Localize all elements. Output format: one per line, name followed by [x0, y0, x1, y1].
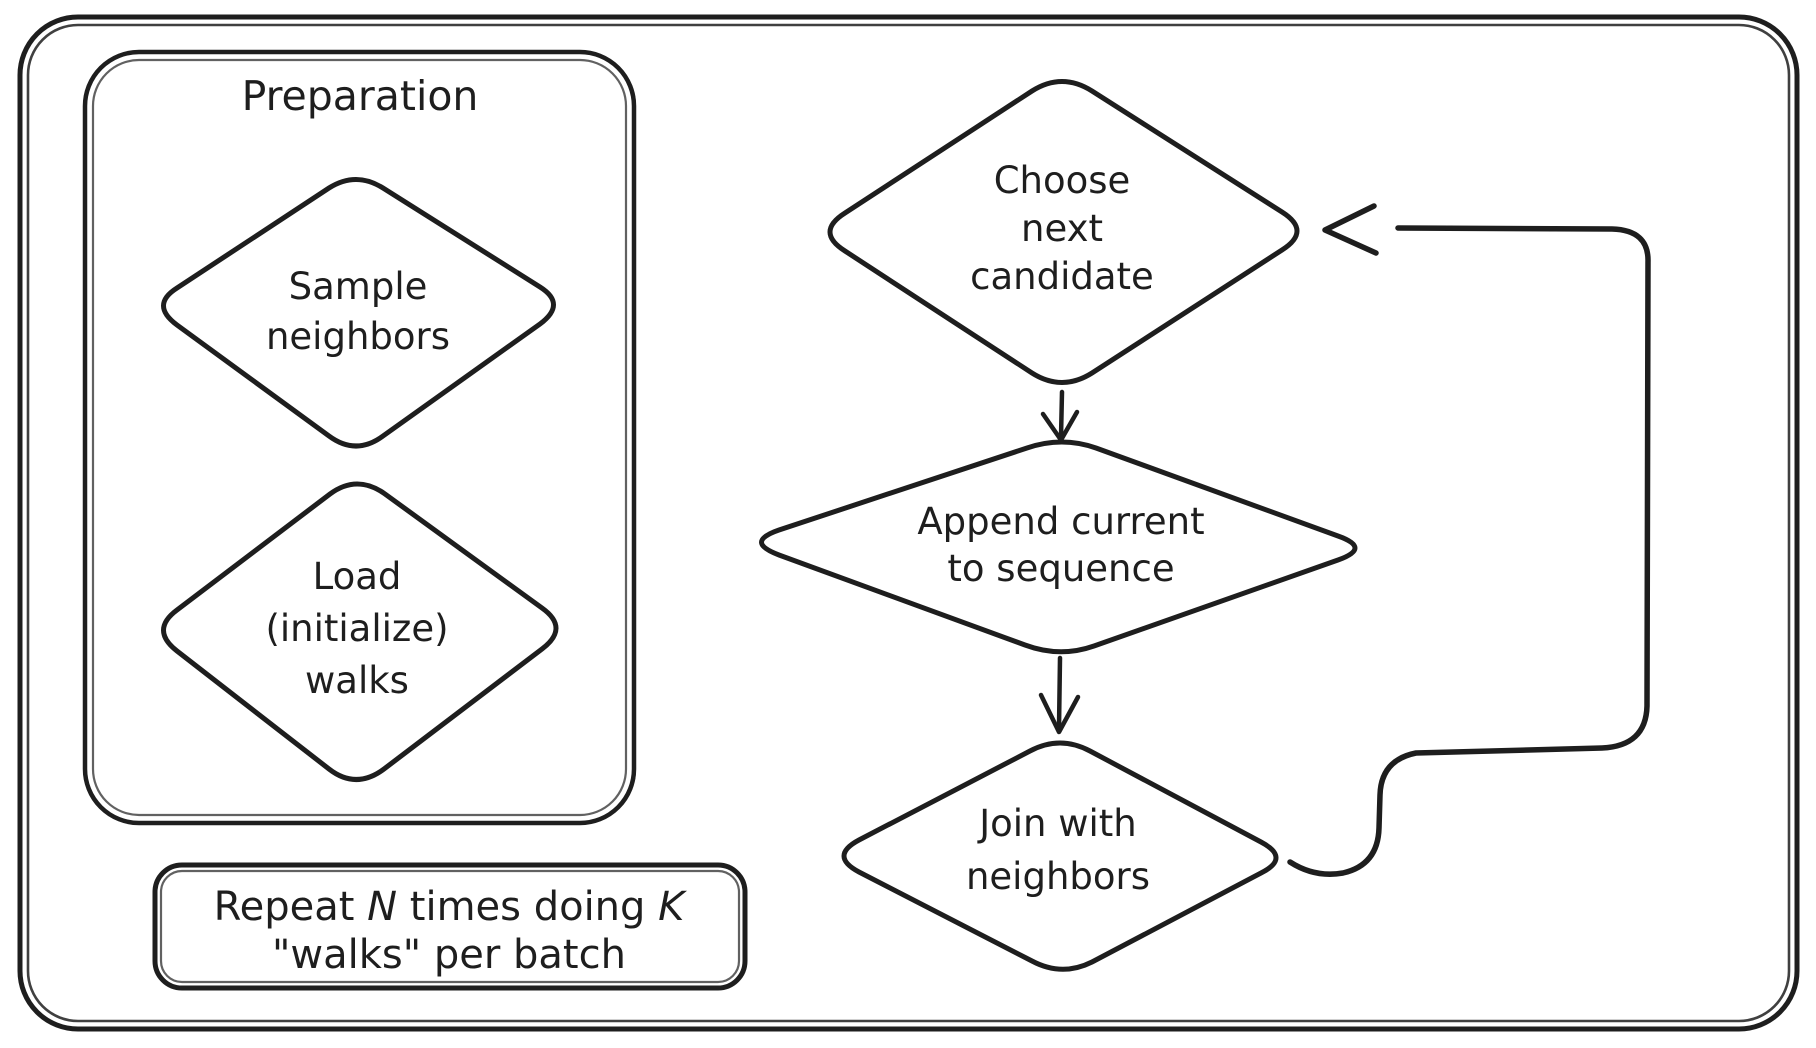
sample-neighbors-node: Sample neighbors: [161, 177, 556, 449]
preparation-group-box: [82, 49, 637, 826]
preparation-group: Preparation Sample neighbors Load (initi…: [82, 49, 637, 826]
loop-back-connector: [1287, 203, 1651, 877]
choose-candidate-node: Choose next candidate: [827, 79, 1300, 385]
join-neighbors-diamond: [841, 740, 1279, 972]
sample-neighbors-label-line2: neighbors: [266, 315, 450, 358]
append-current-label-line2: to sequence: [947, 547, 1174, 590]
append-current-label-line1: Append current: [917, 500, 1204, 543]
choose-candidate-diamond: [827, 79, 1300, 385]
load-walks-label-line3: walks: [305, 659, 409, 702]
arrow-down-icon: [1038, 692, 1081, 735]
repeat-note-box: [152, 862, 748, 991]
arrow-shaft: [1058, 389, 1065, 440]
load-walks-node: Load (initialize) walks: [161, 481, 559, 782]
repeat-note: Repeat N times doing K "walks" per batch: [152, 862, 748, 991]
repeat-note-box-2: [159, 869, 741, 984]
load-walks-label-line2: (initialize): [265, 607, 448, 650]
choose-candidate-label-line1: Choose: [994, 159, 1131, 202]
outer-border-line: [17, 14, 1800, 1032]
arrow-append-to-join: [1038, 655, 1081, 735]
arrow-shaft: [1056, 655, 1063, 731]
join-neighbors-label-line1: Join with: [977, 802, 1137, 845]
load-walks-diamond: [161, 481, 559, 782]
repeat-note-line2: "walks" per batch: [272, 932, 626, 978]
preparation-group-box-2: [91, 58, 628, 817]
repeat-note-line1: Repeat N times doing K: [214, 884, 688, 930]
outer-border-line-2: [26, 23, 1791, 1023]
arrow-left-icon: [1322, 203, 1379, 256]
arrow-choose-to-append: [1040, 389, 1080, 443]
choose-candidate-label-line2: next: [1021, 207, 1103, 250]
choose-candidate-label-line3: candidate: [970, 255, 1154, 298]
join-neighbors-label-line2: neighbors: [966, 855, 1150, 898]
sample-neighbors-label-line1: Sample: [289, 265, 428, 308]
append-current-diamond: [759, 439, 1358, 655]
sample-neighbors-diamond: [161, 177, 556, 449]
join-neighbors-node: Join with neighbors: [841, 740, 1279, 972]
load-walks-label-line1: Load: [313, 555, 402, 598]
loop-back-line: [1287, 225, 1651, 877]
outer-border: [17, 14, 1800, 1032]
preparation-group-title: Preparation: [242, 72, 479, 120]
append-current-node: Append current to sequence: [759, 439, 1358, 655]
